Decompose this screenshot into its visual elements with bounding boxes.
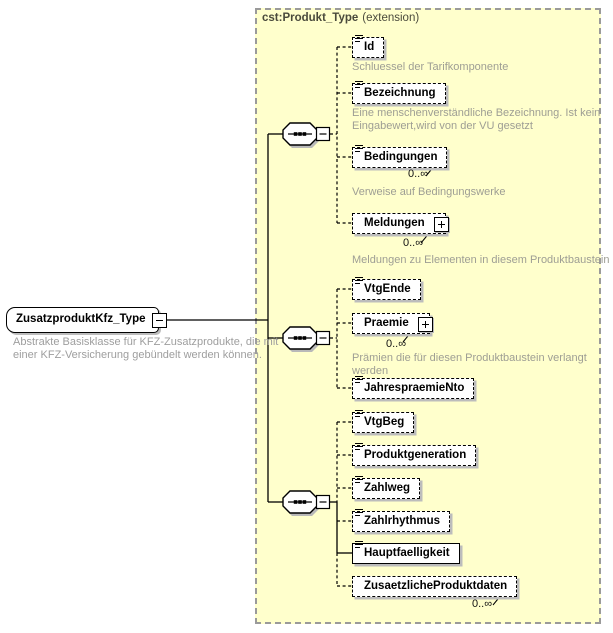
- expand-plus-icon[interactable]: [433, 216, 449, 232]
- element-label: Zahlweg: [364, 482, 411, 494]
- element-annotation: Prämien die für diesen Produktbaustein v…: [352, 352, 587, 377]
- text-content-icon: [355, 541, 364, 549]
- text-content-icon: [355, 476, 364, 484]
- text-content-icon: [355, 277, 364, 285]
- element-label: Bedingungen: [364, 151, 438, 163]
- text-content-icon: [355, 81, 364, 89]
- element-box-vtgende[interactable]: VtgEnde: [352, 277, 421, 300]
- element-label: Produktgeneration: [364, 449, 467, 461]
- element-label: Zahlrhythmus: [364, 515, 441, 527]
- element-label: Meldungen: [364, 217, 425, 229]
- element-box-bedingungen[interactable]: Bedingungen: [352, 145, 448, 168]
- element-box-zahlrhythmus[interactable]: Zahlrhythmus: [352, 509, 451, 532]
- element-box-bezeichnung[interactable]: Bezeichnung: [352, 81, 446, 104]
- element-annotation: Meldungen zu Elementen in diesem Produkt…: [352, 254, 610, 266]
- element-label: Bezeichnung: [364, 87, 436, 99]
- root-type-box[interactable]: ZusatzproduktKfz_Type: [6, 307, 167, 333]
- text-content-icon: [355, 35, 364, 43]
- element-box-hauptfaelligkeit[interactable]: Hauptfaelligkeit: [352, 541, 460, 564]
- element-annotation: Schluessel der Tarifkomponente: [352, 61, 509, 73]
- element-label: VtgEnde: [364, 283, 411, 295]
- text-content-icon: [355, 443, 364, 451]
- element-box-zahlweg[interactable]: Zahlweg: [352, 476, 421, 499]
- extension-panel-title: cst:Produkt_Type(extension): [262, 12, 419, 24]
- element-annotation: Verweise auf Bedingungswerke: [352, 186, 506, 198]
- element-box-meldungen[interactable]: Meldungen: [352, 213, 449, 234]
- element-label: ZusaetzlicheProduktdaten: [364, 580, 508, 592]
- text-content-icon: [355, 145, 364, 153]
- element-box-jahrespraemiento[interactable]: JahrespraemieNto: [352, 376, 475, 399]
- element-box-zusaetzlicheproduktdaten[interactable]: ZusaetzlicheProduktdaten: [352, 576, 518, 597]
- element-box-praemie[interactable]: Praemie: [352, 313, 433, 334]
- text-content-icon: [355, 376, 364, 384]
- text-content-icon: [355, 410, 364, 418]
- element-annotation: Eine menschenverständliche Bezeichnung. …: [352, 107, 601, 132]
- element-label: VtgBeg: [364, 416, 405, 428]
- root-type-label: ZusatzproduktKfz_Type: [16, 313, 146, 325]
- collapse-minus-icon[interactable]: [151, 313, 167, 328]
- cardinality-label: 0..∞: [408, 168, 429, 180]
- element-label: Hauptfaelligkeit: [364, 547, 450, 559]
- root-type-annotation: Abstrakte Basisklasse für KFZ-Zusatzprod…: [13, 336, 279, 361]
- expand-plus-icon[interactable]: [417, 316, 433, 332]
- cardinality-label: 0..∞: [386, 338, 407, 350]
- extension-base-type: cst:Produkt_Type: [262, 12, 359, 24]
- cardinality-label: 0..∞: [472, 598, 493, 610]
- element-box-vtgbeg[interactable]: VtgBeg: [352, 410, 415, 433]
- element-label: Id: [364, 41, 375, 53]
- element-box-id[interactable]: Id: [352, 35, 385, 58]
- cardinality-label: 0..∞: [403, 237, 424, 249]
- element-label: JahrespraemieNto: [364, 382, 465, 394]
- extension-suffix: (extension): [362, 12, 420, 24]
- element-box-produktgeneration[interactable]: Produktgeneration: [352, 443, 477, 466]
- element-label: Praemie: [364, 317, 409, 329]
- text-content-icon: [355, 509, 364, 517]
